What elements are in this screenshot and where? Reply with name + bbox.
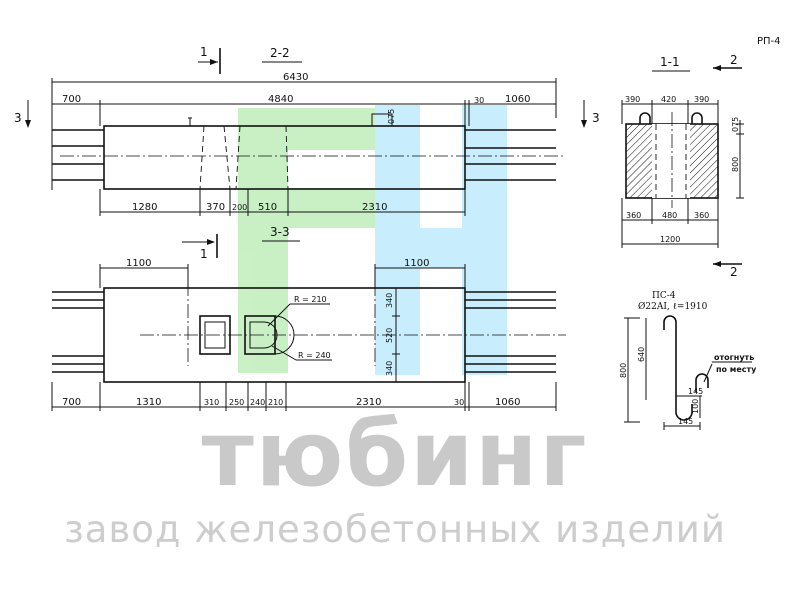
cs-top-1: 390 [625,95,640,104]
cs-mid-3: 360 [694,211,709,220]
dim-b1: 700 [62,397,81,408]
rebar-h640: 640 [637,347,646,362]
dim-d1: 1280 [132,202,157,213]
section-1-1-label: 1-1 [660,55,680,69]
cs-top-3: 390 [694,95,709,104]
cs-h: 800 [731,157,740,172]
rebar-note2: по месту [716,365,757,374]
section-2-2-label: 2-2 [270,46,290,60]
cut-label-3a: 3 [14,111,22,125]
dim-left-ext: 700 [62,94,81,105]
cut-label-1a: 1 [200,45,208,59]
title-label: РП-4 [757,36,781,47]
dim-b3: 310 [204,398,219,407]
rebar-d145a: 145 [688,387,703,396]
dim-b7: 2310 [356,397,381,408]
cut-label-2b: 2 [730,265,738,279]
dim-right-ext: 1060 [505,94,530,105]
radius-r1: R = 210 [294,295,327,304]
dim-d5: 2310 [362,202,387,213]
dim-gap: 30 [474,96,484,105]
cut-label-2a: 2 [730,53,738,67]
dim-v3: 340 [385,361,394,376]
plan-view: 1 3-3 1100 1100 [51,225,566,411]
dim-body: 4840 [268,94,293,105]
dim-right-1100: 1100 [404,258,429,269]
section-3-3-label: 3-3 [270,225,290,239]
dim-d2: 370 [206,202,225,213]
dim-d3: 200 [232,203,247,212]
dim-v2: 520 [385,328,394,343]
dim-b4: 250 [229,398,244,407]
dim-b5: 240 [250,398,265,407]
cs-total: 1200 [660,235,680,244]
rebar-d145b: 145 [678,417,693,426]
cross-section-view: 1-1 2 390 420 390 075 [621,53,744,279]
dim-b8: 30 [454,398,464,407]
dim-total: 6430 [283,72,308,83]
rebar-detail: ПС-4 Ø22AI, ℓ=1910 800 640 отогнуть по м… [619,291,757,430]
dim-b9: 1060 [495,397,520,408]
dim-b2: 1310 [136,397,161,408]
cs-mid-1: 360 [626,211,641,220]
rebar-d100: 100 [691,399,700,414]
rebar-spec: Ø22AI, ℓ=1910 [638,301,708,312]
cut-label-1b: 1 [200,247,208,261]
watermark-tagline: завод железобетонных изделий [64,508,726,551]
dim-v1: 340 [385,293,394,308]
elevation-view: РП-4 1 2-2 6430 700 4840 30 1060 3 3 [14,36,781,216]
dim-d4: 510 [258,202,277,213]
radius-r2: R = 240 [298,351,331,360]
cut-label-3b: 3 [592,111,600,125]
rebar-note1: отогнуть [714,353,754,362]
watermark-logo [238,105,507,375]
dim-small: 075 [387,109,396,124]
watermark-brand: тюбинг [201,402,589,507]
dim-left-1100: 1100 [126,258,151,269]
rebar-h800: 800 [619,363,628,378]
dim-b6: 210 [268,398,283,407]
cs-top-2: 420 [661,95,676,104]
cs-mid-2: 480 [662,211,677,220]
cs-h2: 075 [731,117,740,132]
rebar-name: ПС-4 [652,291,676,301]
